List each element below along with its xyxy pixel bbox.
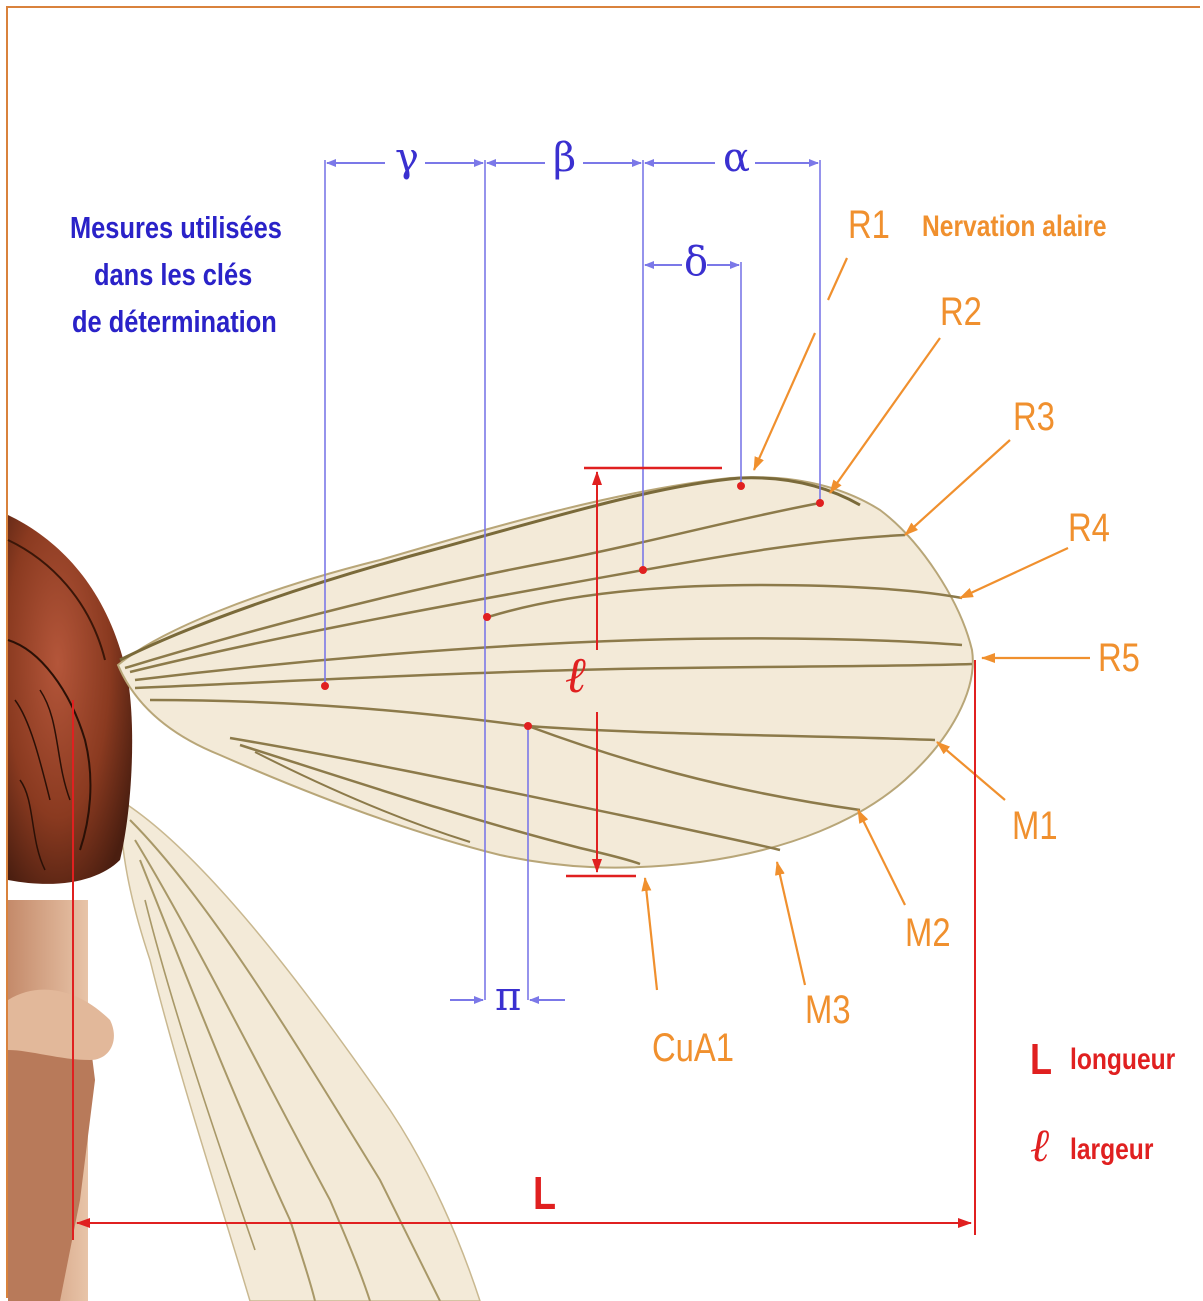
legend-length-symbol: L <box>1030 1038 1052 1082</box>
legend-width-symbol: ℓ <box>1030 1122 1049 1168</box>
cua1-pointer <box>645 878 657 990</box>
vein-label-r2: R2 <box>940 292 982 332</box>
point-gamma <box>321 682 329 690</box>
vein-label-r4: R4 <box>1068 508 1110 548</box>
pi-label: π <box>495 977 521 1017</box>
second-wing <box>120 800 480 1301</box>
insect-body <box>8 900 114 1301</box>
r1-pointer-top <box>828 258 847 300</box>
width-symbol: ℓ <box>565 650 586 700</box>
vein-label-m1: M1 <box>1012 806 1058 846</box>
vein-label-cua1: CuA1 <box>652 1028 734 1068</box>
legend-length-word: longueur <box>1070 1045 1175 1075</box>
caption-line-1: Mesures utilisées <box>70 212 282 243</box>
r1-pointer <box>754 333 815 470</box>
alpha-label: α <box>723 138 750 178</box>
point-r2 <box>816 499 824 507</box>
beta-label: β <box>553 138 576 178</box>
m3-pointer <box>777 862 805 985</box>
vein-label-r5: R5 <box>1098 638 1140 678</box>
vein-label-r3: R3 <box>1013 397 1055 437</box>
caption-line-3: de détermination <box>72 306 277 337</box>
point-pi <box>524 722 532 730</box>
vein-label-r1: R1 <box>848 205 890 245</box>
point-r1 <box>737 482 745 490</box>
delta-label: δ <box>684 242 708 282</box>
main-wing <box>118 477 973 867</box>
r2-pointer <box>830 338 940 493</box>
point-beta <box>483 613 491 621</box>
m1-pointer <box>937 742 1005 800</box>
insect-head <box>8 515 132 884</box>
vein-label-m2: M2 <box>905 913 951 953</box>
r3-pointer <box>905 440 1010 535</box>
gamma-label: γ <box>395 138 419 178</box>
point-alpha-start <box>639 566 647 574</box>
nervation-label: Nervation alaire <box>922 212 1107 242</box>
m2-pointer <box>858 810 905 905</box>
legend-width-word: largeur <box>1070 1135 1153 1165</box>
vein-label-m3: M3 <box>805 990 851 1030</box>
caption-line-2: dans les clés <box>94 259 252 290</box>
length-symbol: L <box>533 1170 556 1216</box>
r4-pointer <box>960 548 1068 598</box>
